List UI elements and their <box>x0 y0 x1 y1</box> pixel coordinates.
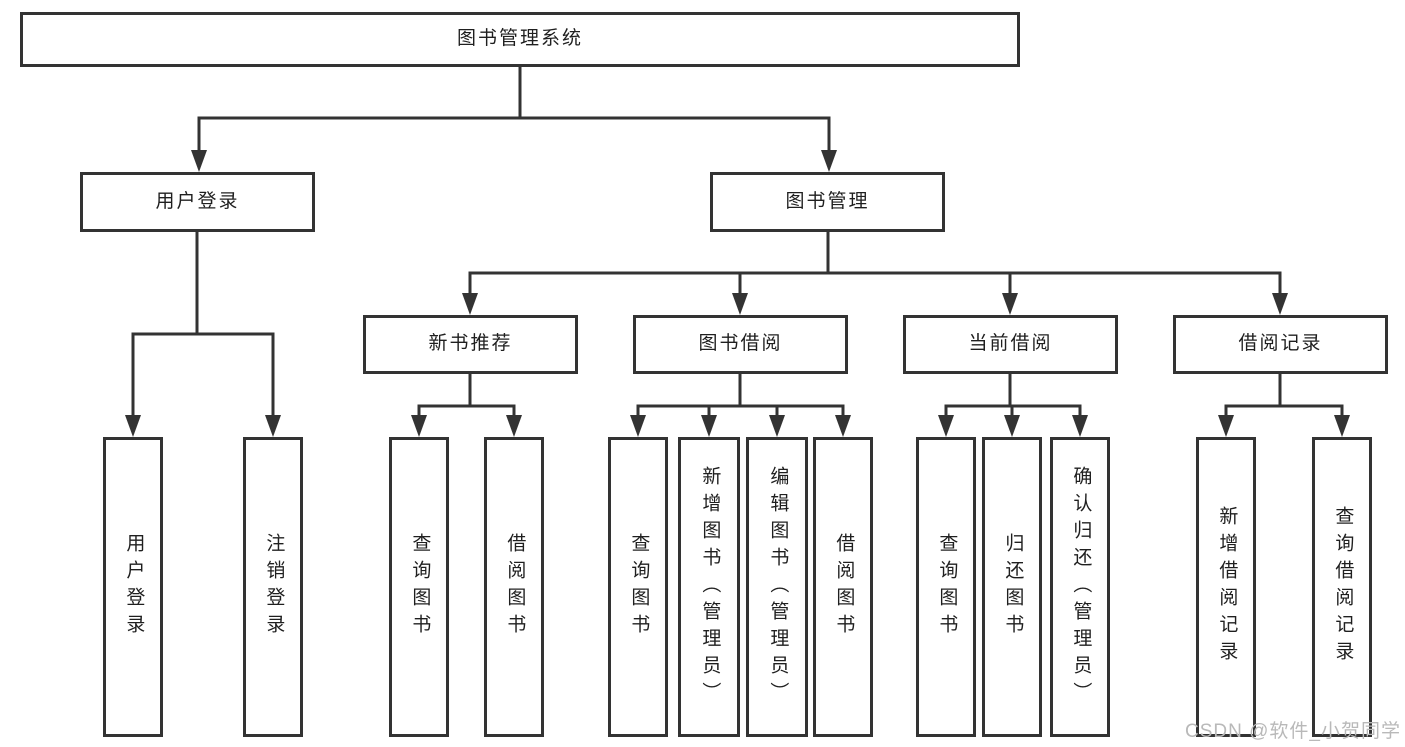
leaf-borrowing-edit-books-admin: 编辑图书（管理员） <box>746 437 808 737</box>
leaf-borrowing-add-books-admin: 新增图书（管理员） <box>678 437 740 737</box>
leaf-current-query-books: 查询图书 <box>916 437 976 737</box>
leaf-records-query-record: 查询借阅记录 <box>1312 437 1372 737</box>
node-book-management: 图书管理 <box>710 172 945 232</box>
node-borrow-records: 借阅记录 <box>1173 315 1388 374</box>
node-user-login: 用户登录 <box>80 172 315 232</box>
leaf-user-login: 用户登录 <box>103 437 163 737</box>
node-new-book-recommend: 新书推荐 <box>363 315 578 374</box>
node-book-borrowing: 图书借阅 <box>633 315 848 374</box>
leaf-newbook-query-books: 查询图书 <box>389 437 449 737</box>
leaf-newbook-borrow-books: 借阅图书 <box>484 437 544 737</box>
leaf-borrowing-query-books: 查询图书 <box>608 437 668 737</box>
leaf-current-confirm-return-admin: 确认归还（管理员） <box>1050 437 1110 737</box>
leaf-current-return-books: 归还图书 <box>982 437 1042 737</box>
node-library-system: 图书管理系统 <box>20 12 1020 67</box>
node-current-borrowing: 当前借阅 <box>903 315 1118 374</box>
leaf-borrowing-borrow-books: 借阅图书 <box>813 437 873 737</box>
leaf-logout: 注销登录 <box>243 437 303 737</box>
leaf-records-add-record: 新增借阅记录 <box>1196 437 1256 737</box>
csdn-watermark: CSDN @软件_小贺同学 <box>1185 721 1401 742</box>
